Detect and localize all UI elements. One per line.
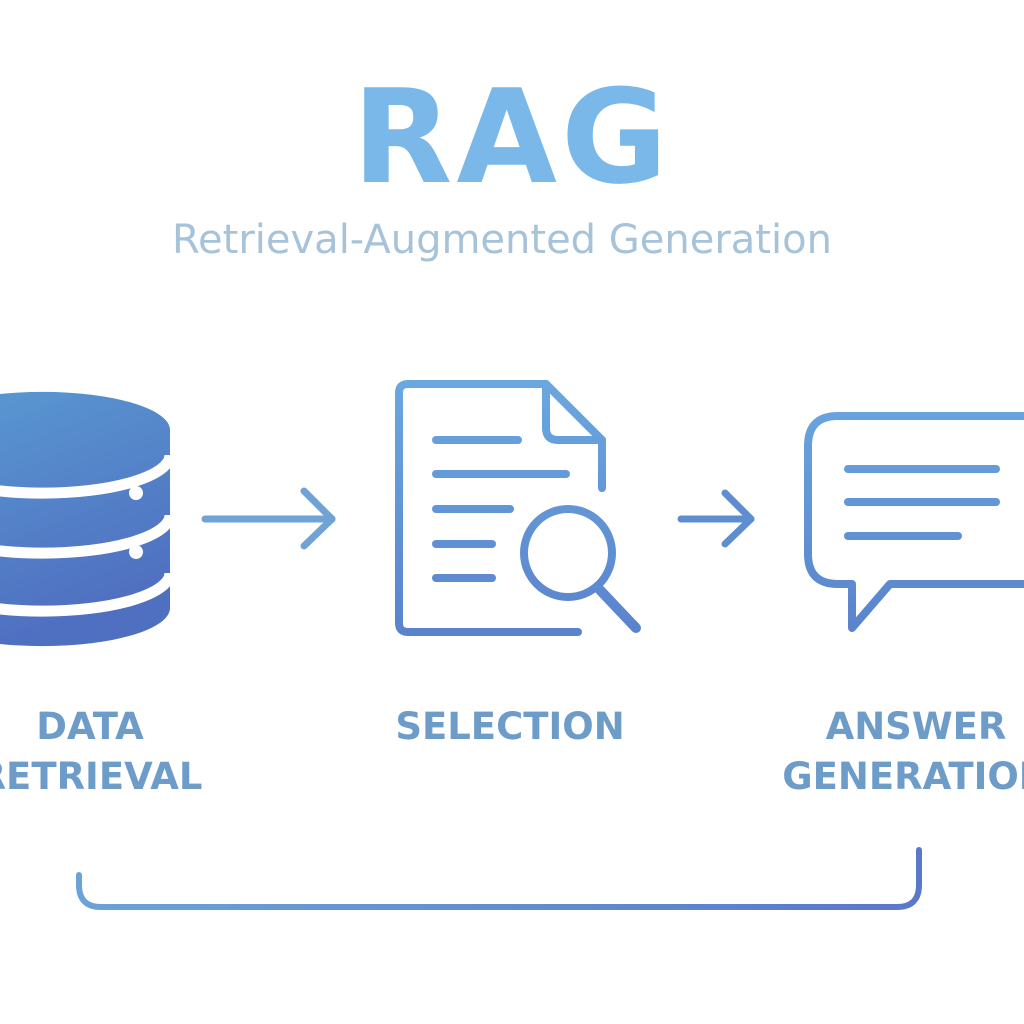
diagram-title: RAG: [352, 61, 672, 213]
step-label-selection: SELECTION: [350, 702, 670, 752]
arrow-right-icon: [201, 487, 336, 550]
database-icon: [0, 391, 176, 647]
chat-bubble-icon: [804, 412, 1024, 632]
arrow-right-icon: [677, 489, 755, 548]
loop-bracket: [76, 847, 922, 910]
step-label-line: DATA: [36, 705, 144, 748]
step-label-line: GENERATION: [782, 755, 1024, 798]
step-label-data-retrieval: DATA RETRIEVAL: [0, 702, 250, 802]
step-label-line: ANSWER: [825, 705, 1007, 748]
step-label-line: RETRIEVAL: [0, 755, 203, 798]
step-label-line: SELECTION: [395, 705, 625, 748]
diagram-subtitle: Retrieval-Augmented Generation: [172, 217, 832, 263]
step-label-answer-generation: ANSWER GENERATION: [756, 702, 1024, 802]
document-search-icon: [395, 380, 641, 636]
